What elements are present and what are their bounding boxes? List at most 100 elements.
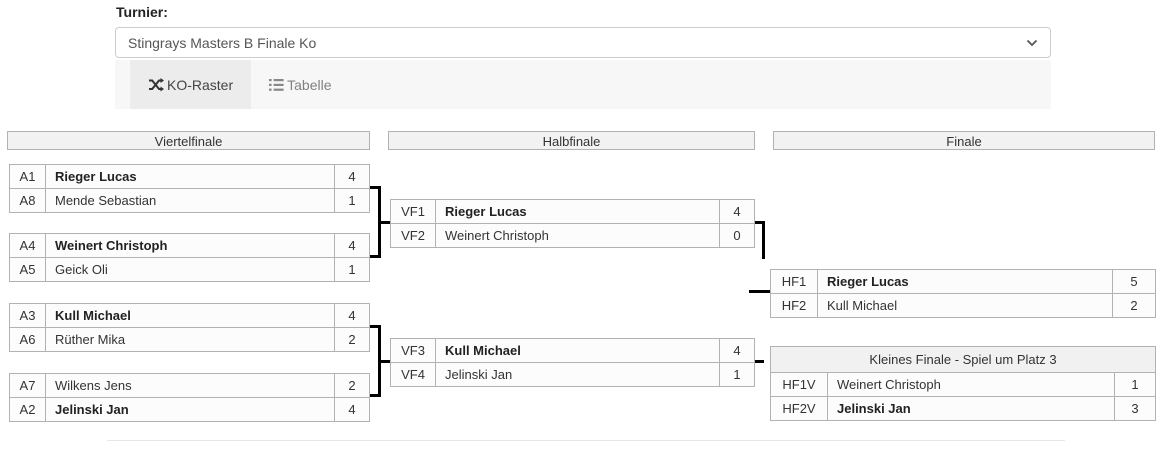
connector-qf1-stub — [370, 186, 381, 189]
match-row: A1 Rieger Lucas 4 — [10, 165, 369, 188]
player-name: Wilkens Jens — [55, 378, 132, 393]
seed-label: A5 — [10, 258, 46, 281]
player-name: Kull Michael — [55, 308, 131, 323]
seed-label: A1 — [10, 165, 46, 188]
score-value: 3 — [1114, 397, 1155, 420]
score-value: 1 — [719, 363, 754, 386]
player-name: Jelinski Jan — [55, 402, 129, 417]
match-row: A2 Jelinski Jan 4 — [10, 397, 369, 421]
player-name: Kull Michael — [827, 298, 898, 313]
column-header-finale: Finale — [773, 131, 1155, 150]
seed-label: A8 — [10, 189, 46, 212]
seed-label: VF4 — [391, 363, 436, 386]
connector-sf2-in — [381, 360, 390, 363]
score-value: 4 — [719, 339, 754, 362]
match-row: A4 Weinert Christoph 4 — [10, 234, 369, 257]
score-value: 2 — [1112, 294, 1155, 317]
match-third-place: Kleines Finale - Spiel um Platz 3 HF1V W… — [770, 346, 1156, 421]
chevron-down-icon — [1026, 39, 1038, 46]
score-value: 1 — [334, 189, 369, 212]
seed-label: HF1V — [771, 373, 828, 396]
column-header-halbfinale: Halbfinale — [388, 131, 755, 150]
player-name: Weinert Christoph — [55, 238, 168, 253]
seed-label: A4 — [10, 234, 46, 257]
player-name: Weinert Christoph — [837, 377, 941, 392]
score-value: 4 — [334, 234, 369, 257]
seed-label: HF2V — [771, 397, 828, 420]
score-value: 4 — [334, 304, 369, 327]
seed-label: A7 — [10, 374, 46, 397]
score-value: 5 — [1112, 270, 1155, 293]
match-quarterfinal-2: A4 Weinert Christoph 4 A5 Geick Oli 1 — [9, 233, 370, 282]
connector-sf1-out — [755, 221, 765, 224]
score-value: 2 — [334, 374, 369, 397]
selected-tournament: Stingrays Masters B Finale Ko — [128, 34, 317, 51]
match-quarterfinal-3: A3 Kull Michael 4 A6 Rüther Mika 2 — [9, 303, 370, 352]
score-value: 2 — [334, 328, 369, 351]
score-value: 0 — [719, 224, 754, 247]
seed-label: VF3 — [391, 339, 436, 362]
tournament-label: Turnier: — [116, 4, 168, 20]
score-value: 4 — [334, 398, 369, 421]
match-row: VF4 Jelinski Jan 1 — [391, 362, 754, 386]
match-row: HF2V Jelinski Jan 3 — [771, 396, 1155, 420]
seed-label: A2 — [10, 398, 46, 421]
seed-label: A6 — [10, 328, 46, 351]
connector-sf1-vertical — [762, 221, 765, 259]
match-quarterfinal-1: A1 Rieger Lucas 4 A8 Mende Sebastian 1 — [9, 164, 370, 213]
tab-ko-raster[interactable]: KO-Raster — [130, 60, 252, 109]
tab-tabelle[interactable]: Tabelle — [251, 60, 349, 109]
connector-qf3-stub — [370, 325, 381, 328]
match-row: A3 Kull Michael 4 — [10, 304, 369, 327]
connector-final-in — [749, 290, 770, 293]
shuffle-icon — [148, 77, 164, 92]
match-row: HF1 Rieger Lucas 5 — [771, 270, 1155, 293]
connector-qf34-vertical — [378, 325, 381, 397]
match-row: VF2 Weinert Christoph 0 — [391, 223, 754, 247]
player-name: Jelinski Jan — [837, 401, 911, 416]
connector-qf12-vertical — [378, 186, 381, 258]
seed-label: HF2 — [771, 294, 818, 317]
player-name: Geick Oli — [55, 262, 108, 277]
tab-bar: KO-Raster Tabelle — [115, 60, 1051, 109]
match-quarterfinal-4: A7 Wilkens Jens 2 A2 Jelinski Jan 4 — [9, 373, 370, 422]
match-row: A5 Geick Oli 1 — [10, 257, 369, 281]
match-row: VF3 Kull Michael 4 — [391, 339, 754, 362]
match-row: HF1V Weinert Christoph 1 — [771, 373, 1155, 396]
score-value: 1 — [1114, 373, 1155, 396]
tab-label: KO-Raster — [167, 76, 234, 93]
match-semifinal-1: VF1 Rieger Lucas 4 VF2 Weinert Christoph… — [390, 199, 755, 248]
seed-label: VF2 — [391, 224, 436, 247]
player-name: Weinert Christoph — [445, 228, 549, 243]
seed-label: HF1 — [771, 270, 818, 293]
match-row: A7 Wilkens Jens 2 — [10, 374, 369, 397]
tournament-select[interactable]: Stingrays Masters B Finale Ko — [115, 27, 1051, 58]
player-name: Kull Michael — [445, 343, 521, 358]
player-name: Rieger Lucas — [827, 274, 909, 289]
third-place-title: Kleines Finale - Spiel um Platz 3 — [771, 347, 1155, 373]
tab-label: Tabelle — [287, 76, 332, 93]
score-value: 4 — [719, 200, 754, 223]
player-name: Rüther Mika — [55, 332, 126, 347]
score-value: 1 — [334, 258, 369, 281]
connector-qf2-stub — [370, 255, 381, 258]
match-row: A6 Rüther Mika 2 — [10, 327, 369, 351]
player-name: Rieger Lucas — [55, 169, 137, 184]
player-name: Jelinski Jan — [445, 367, 513, 382]
connector-sf1-in — [381, 221, 390, 224]
player-name: Mende Sebastian — [55, 193, 157, 208]
bottom-divider — [107, 440, 1065, 441]
match-semifinal-2: VF3 Kull Michael 4 VF4 Jelinski Jan 1 — [390, 338, 755, 387]
score-value: 4 — [334, 165, 369, 188]
match-row: A8 Mende Sebastian 1 — [10, 188, 369, 212]
column-header-viertelfinale: Viertelfinale — [7, 131, 370, 150]
match-row: VF1 Rieger Lucas 4 — [391, 200, 754, 223]
match-row: HF2 Kull Michael 2 — [771, 293, 1155, 317]
connector-qf4-stub — [370, 394, 381, 397]
match-final: HF1 Rieger Lucas 5 HF2 Kull Michael 2 — [770, 269, 1156, 318]
seed-label: A3 — [10, 304, 46, 327]
player-name: Rieger Lucas — [445, 204, 527, 219]
list-icon — [269, 78, 284, 91]
connector-sf2-out — [755, 360, 764, 363]
